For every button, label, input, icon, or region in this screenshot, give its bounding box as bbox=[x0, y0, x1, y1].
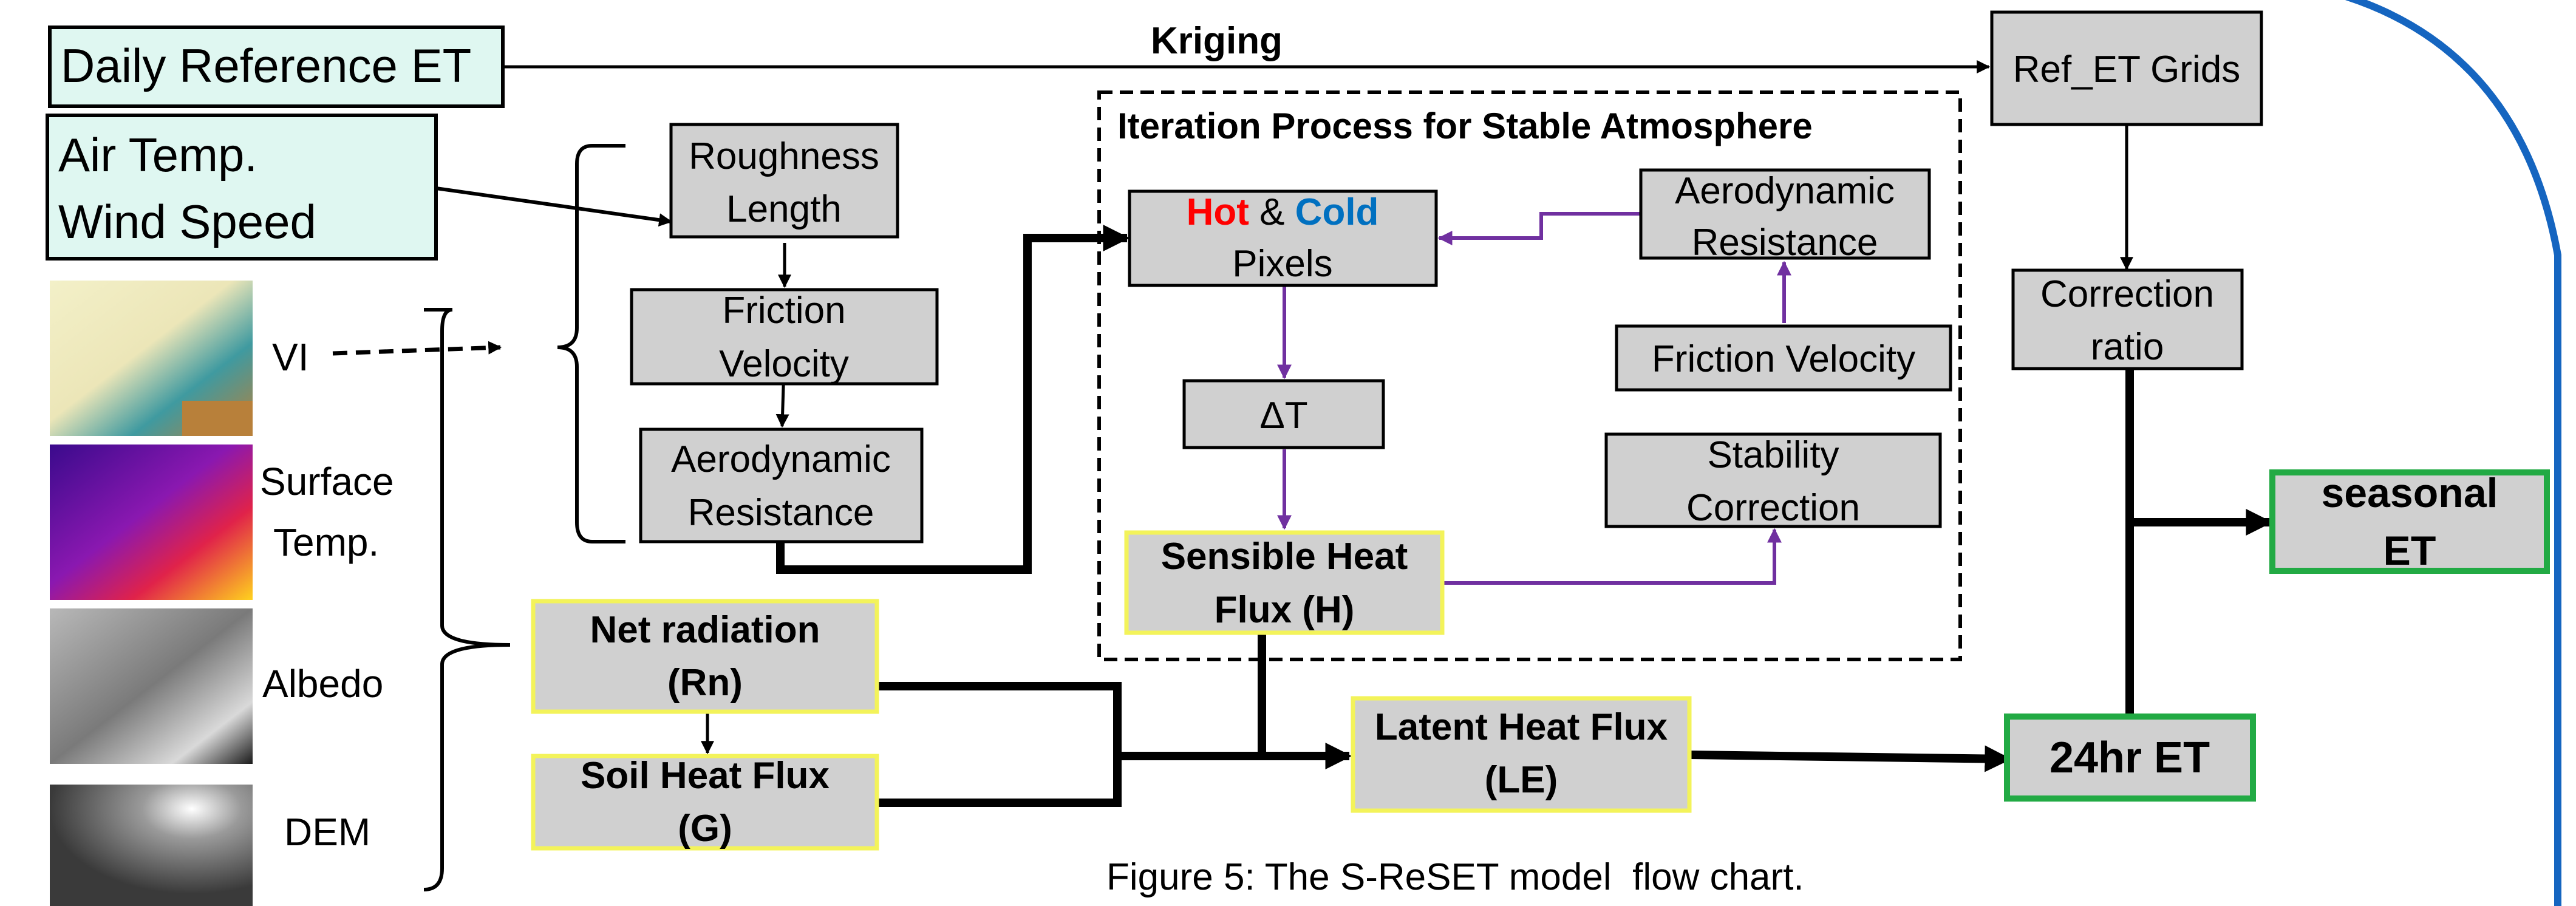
stability-correction-box: Stability Correction bbox=[1604, 432, 1942, 529]
svg-text:Flux (H): Flux (H) bbox=[1215, 589, 1355, 631]
hot-cold-pixels-box: Hot & Cold Pixels bbox=[1128, 189, 1438, 287]
iteration-container bbox=[1097, 90, 1962, 661]
net-radiation-box: Net radiation (Rn) bbox=[531, 599, 879, 714]
air-temp-wind-box: Air Temp. Wind Speed bbox=[46, 114, 438, 261]
svg-text:ratio: ratio bbox=[2091, 326, 2164, 368]
ref-et-grids-box: Ref_ET Grids bbox=[1990, 10, 2263, 126]
figure-caption: Figure 5: The S-ReSET model flow chart. bbox=[1106, 856, 1804, 898]
correction-ratio-box: Correction ratio bbox=[2011, 268, 2244, 370]
sensible-heat-flux-box: Sensible Heat Flux (H) bbox=[1124, 530, 1445, 635]
dem-label: DEM bbox=[284, 810, 370, 854]
svg-text:Stability: Stability bbox=[1707, 434, 1839, 476]
latent-heat-flux-box: Latent Heat Flux (LE) bbox=[1351, 696, 1692, 813]
braces bbox=[423, 144, 625, 891]
svg-text:Velocity: Velocity bbox=[719, 343, 849, 385]
svg-text:Friction: Friction bbox=[722, 290, 845, 332]
svg-text:seasonal: seasonal bbox=[2321, 470, 2498, 516]
svg-text:(G): (G) bbox=[678, 808, 732, 850]
hot-label: Hot bbox=[1187, 191, 1249, 233]
surface-temp-label-1: Surface bbox=[260, 460, 394, 503]
svg-text:Resistance: Resistance bbox=[688, 492, 874, 534]
daily-ref-et-label: Daily Reference ET bbox=[61, 39, 471, 92]
vi-label: VI bbox=[272, 335, 308, 379]
decorative-blue-arc bbox=[2345, 0, 2561, 906]
albedo-image bbox=[50, 608, 253, 764]
wind-speed-label: Wind Speed bbox=[58, 195, 316, 248]
air-temp-label: Air Temp. bbox=[58, 128, 257, 182]
daily-ref-et-box: Daily Reference ET bbox=[48, 26, 505, 108]
svg-text:Sensible Heat: Sensible Heat bbox=[1161, 536, 1408, 577]
connectors bbox=[332, 60, 2273, 807]
cold-label: Cold bbox=[1295, 191, 1379, 233]
svg-text:Latent Heat Flux: Latent Heat Flux bbox=[1375, 706, 1668, 748]
svg-text:Aerodynamic: Aerodynamic bbox=[1675, 170, 1895, 212]
vi-image bbox=[50, 281, 253, 436]
svg-text:Hot & Cold: Hot & Cold bbox=[1187, 191, 1379, 233]
svg-text:ΔT: ΔT bbox=[1259, 395, 1307, 437]
svg-text:Friction Velocity: Friction Velocity bbox=[1652, 338, 1915, 380]
svg-text:Correction: Correction bbox=[1686, 487, 1860, 529]
brace-images bbox=[423, 308, 511, 891]
iteration-title: Iteration Process for Stable Atmosphere bbox=[1117, 106, 1813, 146]
purple-connectors bbox=[1277, 212, 1791, 585]
svg-text:Length: Length bbox=[726, 188, 842, 230]
surface-temp-image bbox=[50, 444, 253, 600]
svg-text:Net radiation: Net radiation bbox=[590, 609, 820, 651]
albedo-label: Albedo bbox=[262, 662, 383, 706]
kriging-label: Kriging bbox=[1151, 20, 1283, 62]
surface-temp-label-2: Temp. bbox=[273, 520, 379, 564]
svg-text:Resistance: Resistance bbox=[1692, 222, 1878, 264]
svg-text:(Rn): (Rn) bbox=[667, 662, 743, 704]
seasonal-et-box: seasonal ET bbox=[2269, 469, 2550, 574]
svg-text:Ref_ET Grids: Ref_ET Grids bbox=[2013, 49, 2240, 90]
brace-left-chain bbox=[557, 144, 625, 543]
svg-text:(LE): (LE) bbox=[1485, 759, 1558, 801]
svg-text:Correction: Correction bbox=[2040, 273, 2214, 315]
aerodynamic-resistance-box-left: Aerodynamic Resistance bbox=[639, 427, 924, 543]
24hr-et-box: 24hr ET bbox=[2004, 714, 2256, 802]
svg-text:Aerodynamic: Aerodynamic bbox=[671, 438, 891, 480]
svg-text:24hr ET: 24hr ET bbox=[2050, 734, 2210, 782]
svg-text:Pixels: Pixels bbox=[1232, 243, 1332, 285]
amp-label: & bbox=[1249, 191, 1295, 233]
friction-velocity-box-iter: Friction Velocity bbox=[1615, 324, 1952, 392]
roughness-length-box: Roughness Length bbox=[669, 123, 899, 239]
friction-velocity-box: Friction Velocity bbox=[630, 288, 939, 386]
svg-text:ET: ET bbox=[2383, 528, 2436, 574]
soil-heat-flux-box: Soil Heat Flux (G) bbox=[531, 754, 879, 851]
dem-image bbox=[50, 785, 253, 906]
delta-t-box: ΔT bbox=[1182, 379, 1385, 449]
svg-text:Soil Heat Flux: Soil Heat Flux bbox=[581, 755, 830, 797]
svg-text:Roughness: Roughness bbox=[689, 135, 879, 177]
aerodynamic-resistance-box-iter: Aerodynamic Resistance bbox=[1639, 168, 1931, 264]
